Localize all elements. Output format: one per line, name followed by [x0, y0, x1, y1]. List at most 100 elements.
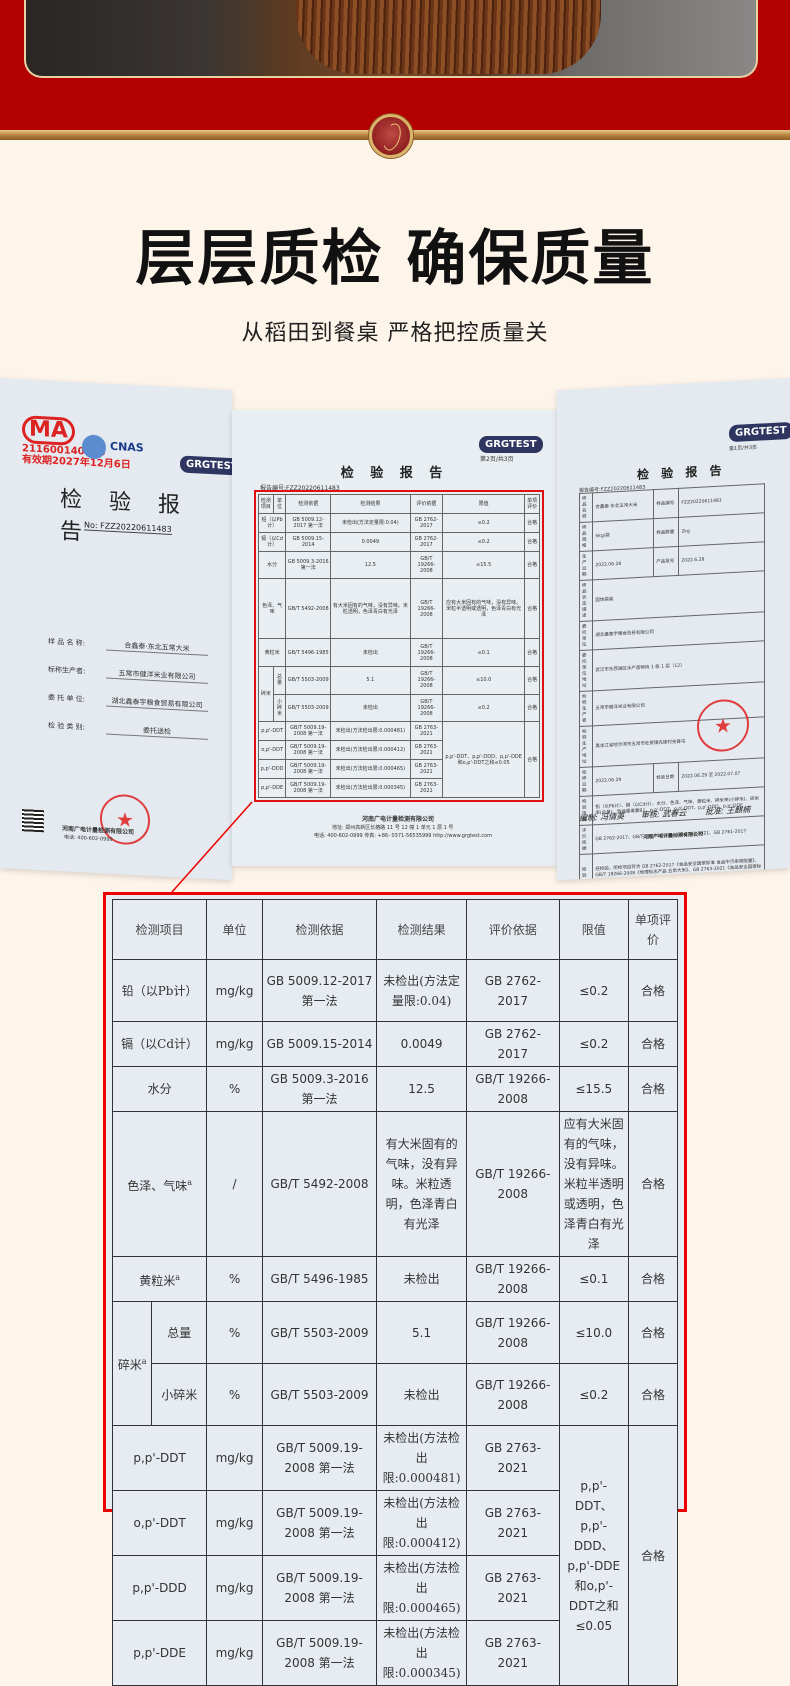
cell-unit: % [206, 1301, 263, 1364]
field-value: 委托送检 [106, 723, 208, 740]
table-row: 色泽、气味a / GB/T 5492-2008 有大米固有的气味，没有异味。米粒… [111, 1111, 679, 1257]
cell-item: o,p'-DDT [111, 1490, 208, 1556]
cell-method: GB/T 5496-1985 [261, 1256, 378, 1302]
cell-result: 0.0049 [376, 1021, 467, 1067]
table-row: 黄粒米a % GB/T 5496-1985 未检出 GB/T 19266-200… [111, 1256, 679, 1302]
results-report-number: 报告编号:FZZ20220611483 [260, 485, 340, 492]
cell-item: 水分 [111, 1066, 208, 1112]
table-row: p,p'-DDT mg/kg GB/T 5009.19-2008 第一法 未检出… [111, 1425, 679, 1686]
cell-basis: GB/T 19266-2008 [466, 1301, 560, 1364]
cell-method: GB/T 5503-2009 [261, 1363, 378, 1426]
section-title: 层层质检 确保质量 [135, 224, 655, 294]
cell-basis: GB 2763-2021 [466, 1425, 560, 1491]
cell-verdict: 合格 [627, 1021, 679, 1067]
cell-ddt-group-verdict: 合格 [627, 1425, 679, 1686]
cell-result: 未检出(方法检出限:0.000481) [376, 1425, 467, 1491]
cell-limit: ≤10.0 [558, 1301, 629, 1364]
cma-valid-date: 有效期2027年12月6日 [22, 454, 131, 471]
cover-field-producer: 标称生产者: 五常市健洋米业有限公司 [48, 665, 208, 684]
col-header-limit: 限值 [558, 899, 629, 960]
table-row: 水分 % GB 5009.3-2016 第一法 12.5 GB/T 19266-… [111, 1066, 679, 1112]
cell-unit: mg/kg [206, 1425, 263, 1491]
results-title: 检 验 报 告 [340, 466, 449, 481]
cell-result: 5.1 [376, 1301, 467, 1364]
cell-verdict: 合格 [627, 959, 679, 1022]
field-label: 委 托 单 位: [48, 693, 86, 704]
section-subtitle: 从稻田到餐桌 严格把控质量关 [241, 321, 549, 346]
table-row: 镉（以Cd计） mg/kg GB 5009.15-2014 0.0049 GB … [111, 1021, 679, 1067]
field-label: 标称生产者: [48, 665, 86, 676]
cell-verdict: 合格 [627, 1256, 679, 1302]
mid-footer-contact: 电话: 400-602-0999 传真: +86- 0371-56535999 … [314, 833, 492, 839]
cell-basis: GB/T 19266-2008 [466, 1363, 560, 1426]
cell-unit: mg/kg [206, 1620, 263, 1686]
cell-verdict: 合格 [627, 1111, 679, 1257]
cell-ddt-group-limit: p,p'-DDT、p,p'-DDD、p,p'-DDE和o,p'-DDT之和≤0.… [558, 1425, 629, 1686]
cell-item: p,p'-DDE [111, 1620, 208, 1686]
report-cover-page: MA 211600140460 有效期2027年12月6日 CNAS GRGTE… [0, 378, 232, 881]
qr-code [22, 809, 44, 833]
cell-method: GB/T 5009.19-2008 第一法 [261, 1490, 378, 1556]
product-photo-bottom [24, 0, 758, 78]
cell-unit: mg/kg [206, 959, 263, 1022]
top-red-banner [0, 0, 790, 133]
cover-field-sample-name: 样 品 名 称: 合鑫泰·东北五常大米 [48, 637, 208, 656]
cell-unit: mg/kg [206, 1490, 263, 1556]
cell-unit: mg/kg [206, 1555, 263, 1621]
wooden-bowl-image [296, 0, 601, 74]
cover-footer-phone: 电话: 400-602-0999 [64, 834, 113, 843]
enlarged-results-table: 检测项目 单位 检测依据 检测结果 评价依据 限值 单项评价 铅（以Pb计） m… [103, 892, 687, 1686]
cell-method: GB/T 5009.19-2008 第一法 [261, 1425, 378, 1491]
cell-item: 镉（以Cd计） [111, 1021, 208, 1067]
cell-result: 未检出(方法定量限:0.04) [376, 959, 467, 1022]
grgtest-logo: GRGTEST [479, 436, 543, 453]
cell-basis: GB/T 19266-2008 [466, 1111, 560, 1257]
cell-method: GB/T 5503-2009 [261, 1301, 378, 1364]
cell-verdict: 合格 [627, 1066, 679, 1112]
col-header-basis: 评价依据 [466, 899, 560, 960]
field-value: 合鑫泰·东北五常大米 [106, 639, 208, 656]
summary-title: 检 验 报 告 [637, 463, 726, 483]
cell-item: p,p'-DDD [111, 1555, 208, 1621]
cell-method: GB 5009.3-2016 第一法 [261, 1066, 378, 1112]
cover-field-type: 检 验 类 别: 委托送检 [48, 721, 208, 740]
field-value: 湖北鑫泰宇粮食贸易有限公司 [106, 695, 208, 712]
cell-unit: % [206, 1256, 263, 1302]
col-header-item: 检测项目 [111, 899, 208, 960]
signature-approver: 批准: 王麒楠 [705, 805, 751, 817]
cell-method: GB/T 5009.19-2008 第一法 [261, 1555, 378, 1621]
section-header: 层层质检 确保质量 从稻田到餐桌 严格把控质量关 [0, 210, 790, 347]
cell-result: 未检出(方法检出限:0.000345) [376, 1620, 467, 1686]
report-results-page: GRGTEST 第2页/共3页 检 验 报 告 报告编号:FZZ20220611… [232, 410, 557, 866]
cell-item: p,p'-DDT [111, 1425, 208, 1491]
cell-verdict: 合格 [627, 1363, 679, 1426]
cell-item: 小碎米 [151, 1363, 208, 1426]
cell-result: 未检出 [376, 1363, 467, 1426]
cell-limit: ≤15.5 [558, 1066, 629, 1112]
mid-footer-company: 河南广电计量检测有限公司 [362, 816, 435, 823]
cell-unit: % [206, 1363, 263, 1426]
col-header-result: 检测结果 [376, 899, 467, 960]
cell-basis: GB 2763-2021 [466, 1620, 560, 1686]
cell-basis: GB/T 19266-2008 [466, 1066, 560, 1112]
field-label: 样 品 名 称: [48, 637, 86, 648]
cell-limit: ≤0.1 [558, 1256, 629, 1302]
page-indicator: 第2页/共3页 [480, 456, 514, 463]
cma-logo-icon: MA [22, 415, 75, 446]
cell-item: 色泽、气味a [111, 1111, 208, 1257]
cell-basis: GB 2763-2021 [466, 1555, 560, 1621]
grgtest-logo: GRGTEST [729, 421, 790, 443]
page-indicator: 第1页/共3页 [729, 444, 758, 453]
cell-method: GB 5009.15-2014 [261, 1021, 378, 1067]
cell-result: 未检出 [376, 1256, 467, 1302]
cnas-logo: CNAS [110, 439, 144, 455]
table-header-row: 检测项目 单位 检测依据 检测结果 评价依据 限值 单项评价 [111, 899, 679, 960]
cell-method: GB 5009.12-2017 第一法 [261, 959, 378, 1022]
col-header-method: 检测依据 [261, 899, 378, 960]
mid-footer-address: 地址: 郑州高新区长椿路 11 号 12 幢 1 单元 1 层 1 号 [332, 825, 454, 831]
cell-unit: / [206, 1111, 263, 1257]
field-label: 检 验 类 别: [48, 721, 86, 732]
cell-unit: % [206, 1066, 263, 1112]
cell-unit: mg/kg [206, 1021, 263, 1067]
mini-results-table: 检测项目单位检测依据检测结果评价依据限值单项评价 铅（以Pb计）GB 5009.… [257, 494, 540, 798]
